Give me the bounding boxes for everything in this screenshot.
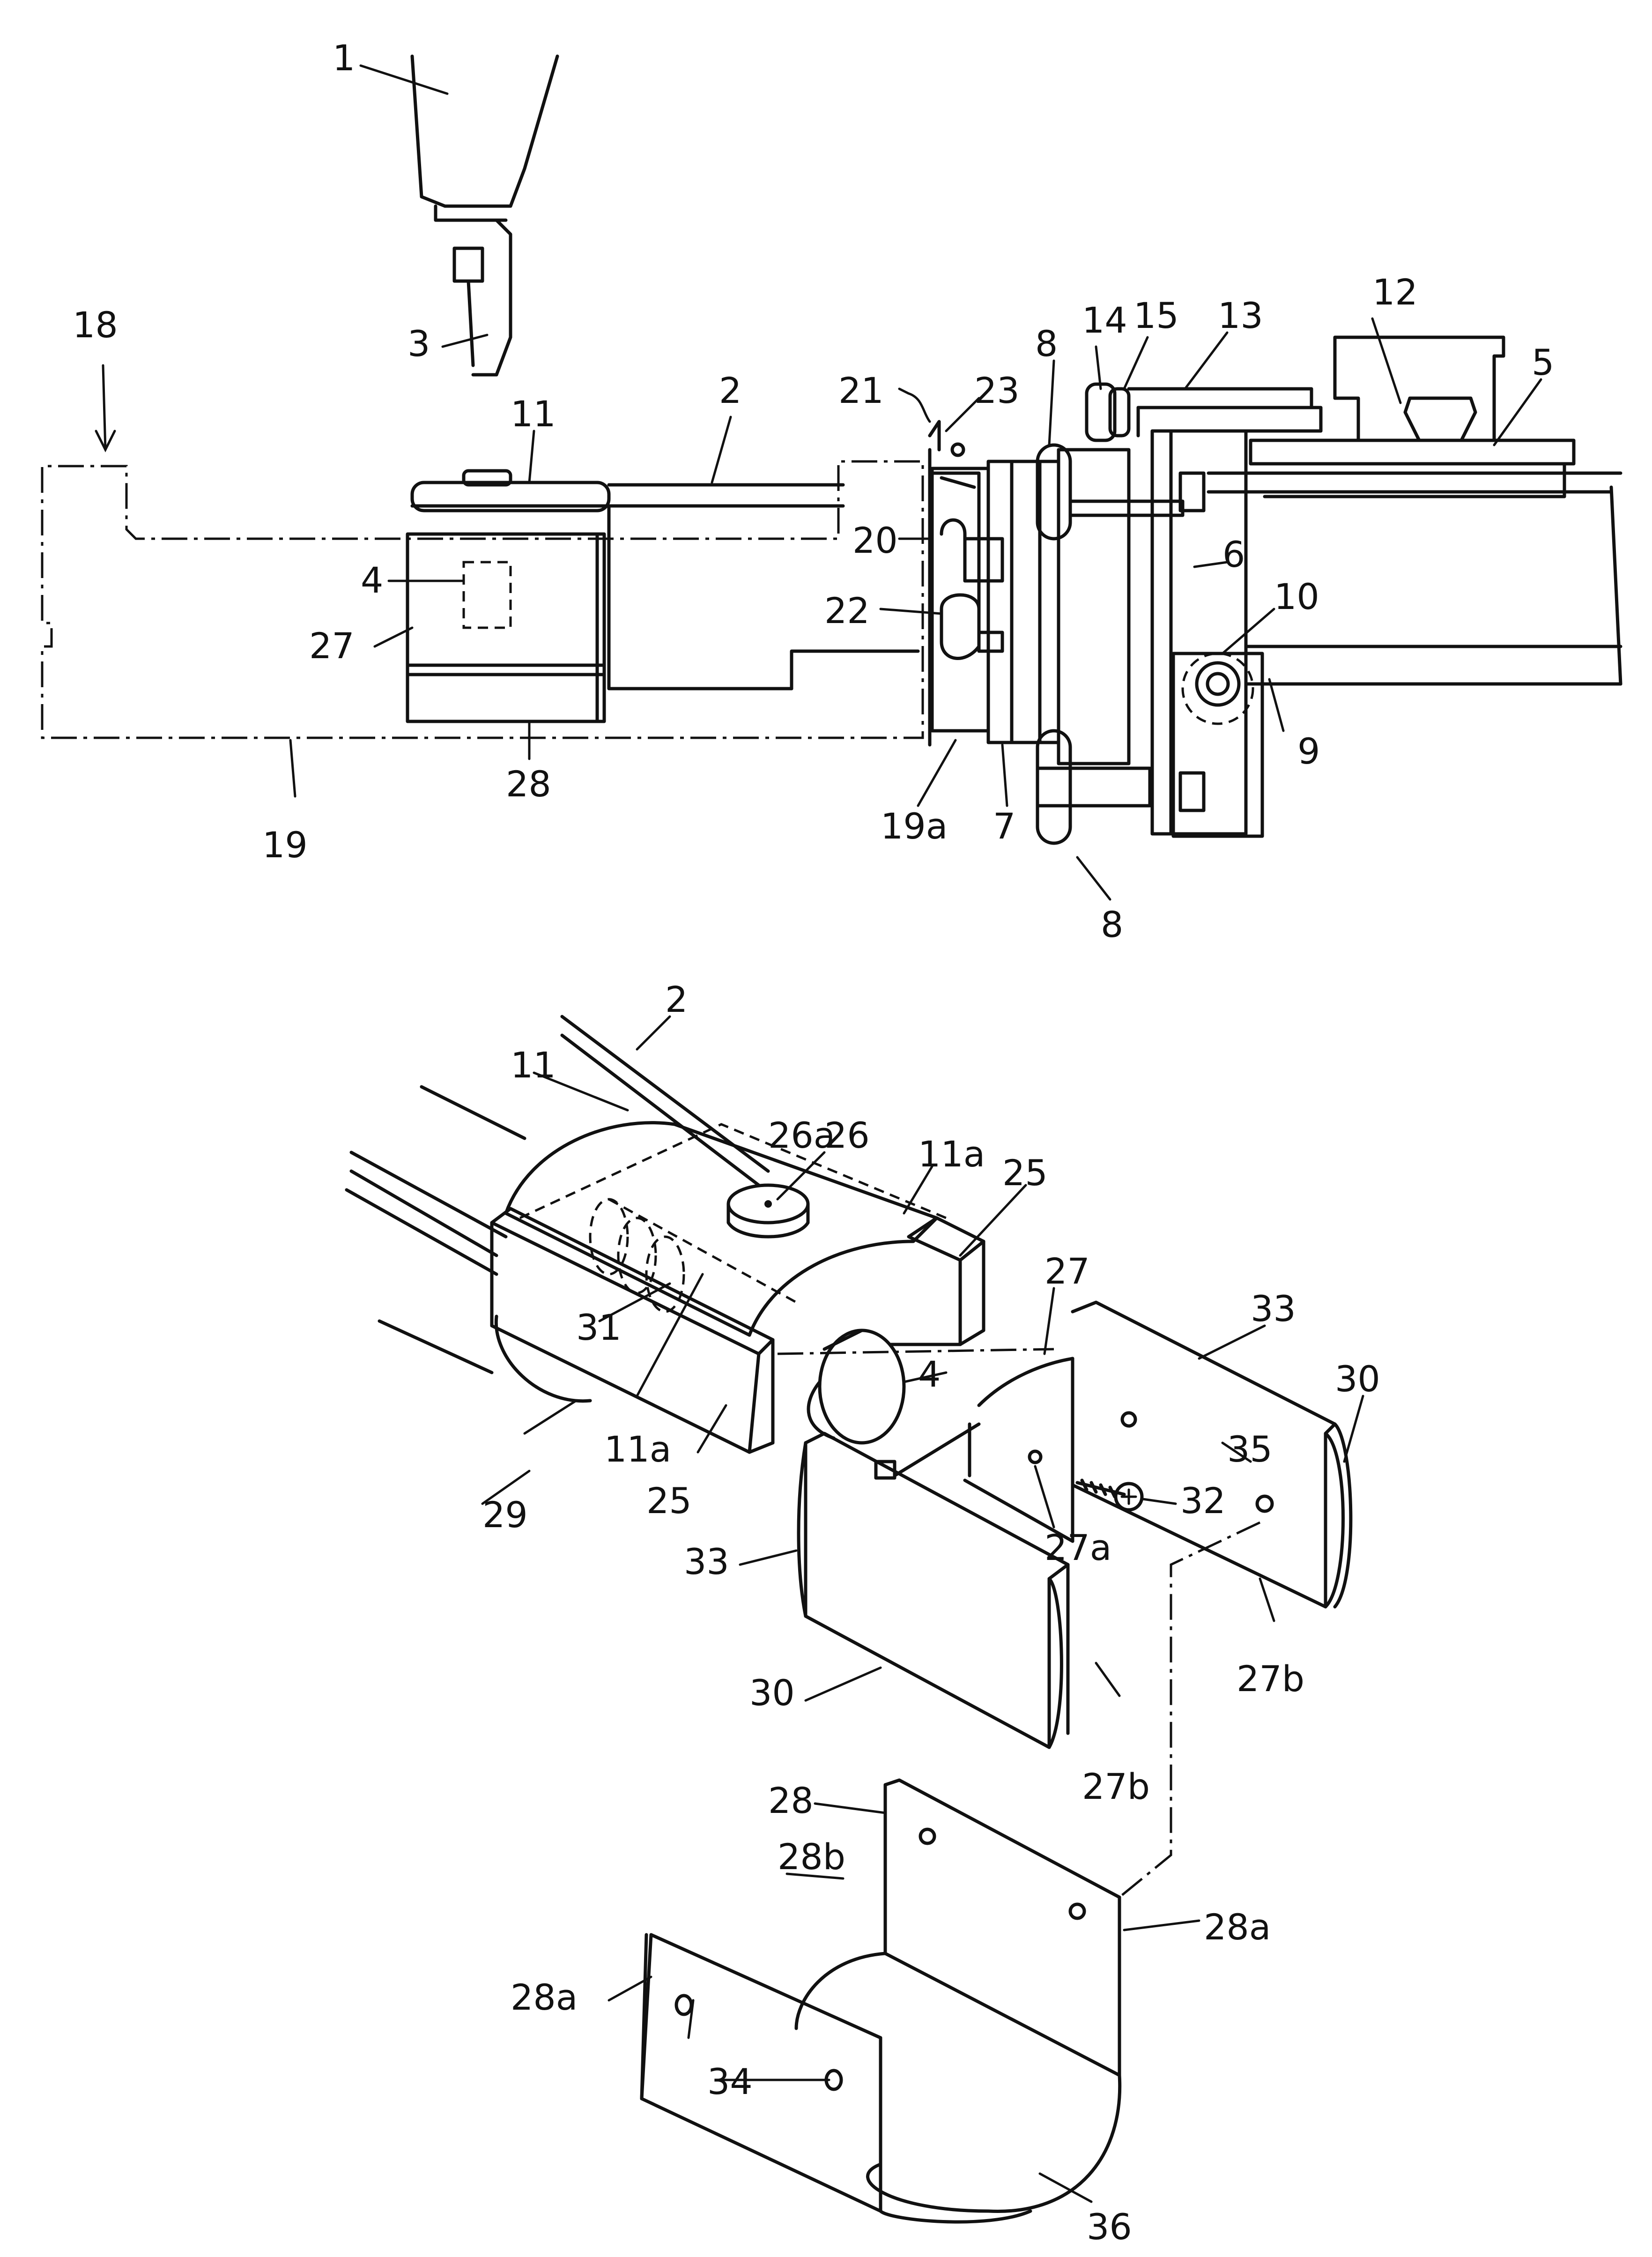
label-b25-lower: 25 <box>646 1480 692 1522</box>
side-view-figure: 1 3 18 11 2 4 27 28 19 21 23 20 22 19a 7… <box>42 37 1621 945</box>
label-8-bottom: 8 <box>1101 904 1123 945</box>
label-2: 2 <box>719 370 741 411</box>
label-b35: 35 <box>1227 1428 1273 1470</box>
label-b36: 36 <box>1087 2206 1132 2248</box>
label-b25: 25 <box>1002 1152 1048 1194</box>
block-25-right <box>890 1218 984 1344</box>
label-19: 19 <box>262 824 308 866</box>
label-10: 10 <box>1274 576 1319 617</box>
label-b30-lower: 30 <box>749 1672 795 1714</box>
hidden-spring <box>590 1199 796 1312</box>
label-22: 22 <box>824 590 870 631</box>
label-b28a-left: 28a <box>511 1976 578 2018</box>
label-b11a-lower: 11a <box>604 1428 671 1470</box>
label-b28b: 28b <box>778 1836 845 1878</box>
label-9: 9 <box>1297 730 1320 772</box>
leader-lines-bottom <box>482 1017 1363 2202</box>
label-3: 3 <box>407 323 430 364</box>
label-b29: 29 <box>482 1494 528 1536</box>
label-28: 28 <box>506 763 551 805</box>
screw-32 <box>1077 1480 1142 1510</box>
label-20: 20 <box>852 520 898 561</box>
label-b28a-right: 28a <box>1204 1906 1271 1948</box>
label-23: 23 <box>974 370 1020 411</box>
label-b27b-lower: 27b <box>1082 1766 1150 1807</box>
label-8-top: 8 <box>1035 323 1058 364</box>
label-5: 5 <box>1532 342 1554 383</box>
label-1: 1 <box>333 37 355 79</box>
label-b33-lower: 33 <box>684 1541 729 1582</box>
label-b27: 27 <box>1045 1250 1090 1292</box>
phantom-path <box>1119 1522 1260 1897</box>
plate-33-left <box>806 1433 1068 1747</box>
carriage-arm <box>412 471 918 689</box>
plate-28 <box>642 1780 1120 2222</box>
label-b2: 2 <box>665 979 688 1020</box>
label-b26: 26 <box>824 1114 870 1156</box>
phantom-outline-19 <box>42 461 923 738</box>
label-12: 12 <box>1372 271 1418 313</box>
label-b34: 34 <box>707 2061 753 2102</box>
plate-33-right <box>1073 1302 1335 1607</box>
label-b33: 33 <box>1251 1288 1296 1329</box>
label-b4: 4 <box>918 1353 941 1395</box>
mounting-block <box>930 422 1002 745</box>
rails <box>347 1017 768 1373</box>
label-b27a: 27a <box>1045 1527 1111 1568</box>
frame-and-rail <box>1152 431 1621 836</box>
label-14: 14 <box>1082 299 1127 341</box>
label-b31: 31 <box>576 1307 622 1348</box>
label-b11a: 11a <box>918 1133 985 1175</box>
cylinder-4 <box>808 1330 904 1443</box>
label-21: 21 <box>838 370 884 411</box>
block-25-left <box>492 1209 773 1452</box>
label-27: 27 <box>309 625 355 667</box>
clamp-block <box>407 534 604 721</box>
sewing-machine-head <box>412 56 557 375</box>
label-6: 6 <box>1222 534 1245 575</box>
label-19a: 19a <box>881 805 948 847</box>
label-15: 15 <box>1133 295 1179 336</box>
label-18: 18 <box>73 304 118 346</box>
holder-11 <box>506 1123 946 1335</box>
label-b27b-right: 27b <box>1237 1658 1304 1700</box>
label-b11: 11 <box>511 1044 556 1086</box>
label-11: 11 <box>511 393 556 435</box>
label-b28: 28 <box>768 1780 814 1821</box>
label-7: 7 <box>993 805 1015 847</box>
exploded-view-figure: 2 11 26a 26 11a 25 27 33 30 31 4 35 32 1… <box>347 979 1380 2248</box>
leader-lines-top <box>96 66 1541 899</box>
label-4: 4 <box>361 559 383 601</box>
label-b30: 30 <box>1335 1358 1380 1400</box>
label-13: 13 <box>1218 295 1263 336</box>
label-b32: 32 <box>1180 1480 1226 1522</box>
